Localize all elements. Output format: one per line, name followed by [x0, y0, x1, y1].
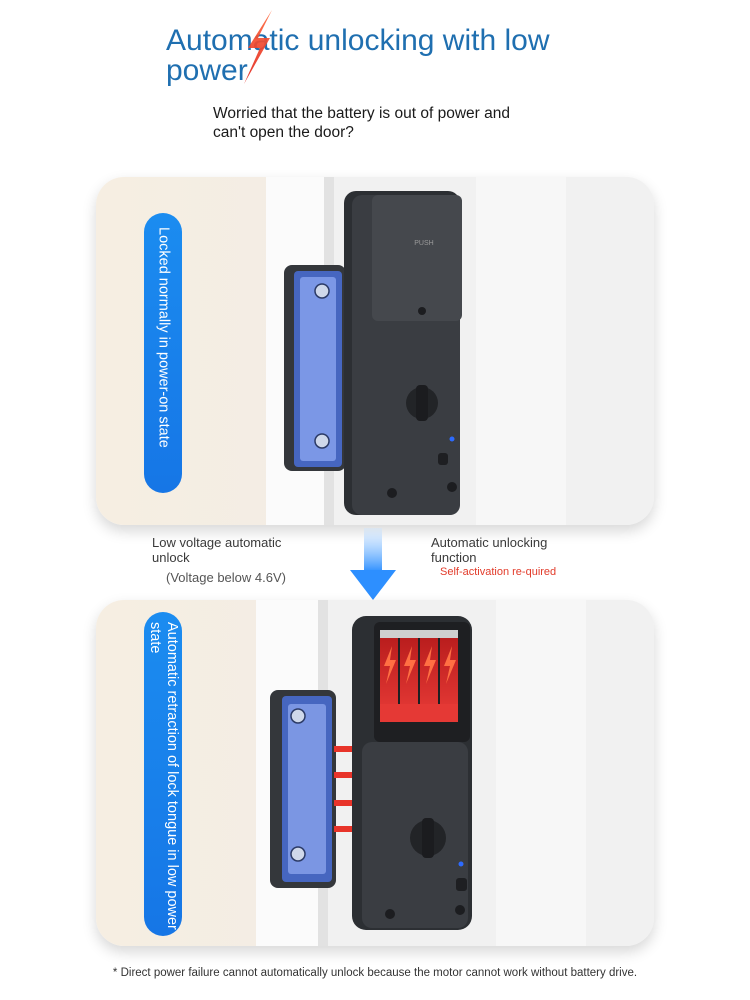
down-arrow-icon — [350, 528, 396, 600]
lightning-bolt-icon — [244, 10, 272, 84]
subtitle: Worried that the battery is out of power… — [213, 105, 510, 141]
panel-low-power-state: Automatic retraction of lock tongue in l… — [96, 600, 654, 946]
page-title: Automatic unlocking with low power — [166, 24, 550, 87]
push-label: PUSH — [414, 240, 433, 247]
lightning-bolt-icon — [384, 646, 456, 684]
pill-label: Locked normally in power-on state — [155, 227, 172, 448]
self-activation-note: Self-activation re-quired — [440, 566, 557, 578]
footnote: * Direct power failure cannot automatica… — [112, 967, 638, 979]
label-pill: Locked normally in power-on state — [144, 213, 182, 493]
auto-unlock-label: Automatic unlocking function — [431, 535, 548, 565]
lock-scene-locked: PUSH — [266, 177, 654, 525]
label-pill: Automatic retraction of lock tongue in l… — [144, 612, 182, 936]
lock-scene-unlocked — [256, 600, 654, 946]
low-voltage-label: Low voltage automatic unlock — [152, 535, 282, 565]
voltage-note: (Voltage below 4.6V) — [166, 570, 286, 585]
pill-label: Automatic retraction of lock tongue in l… — [147, 622, 180, 930]
panel-locked-state: PUSH Locked normally in power-on state — [96, 177, 654, 525]
